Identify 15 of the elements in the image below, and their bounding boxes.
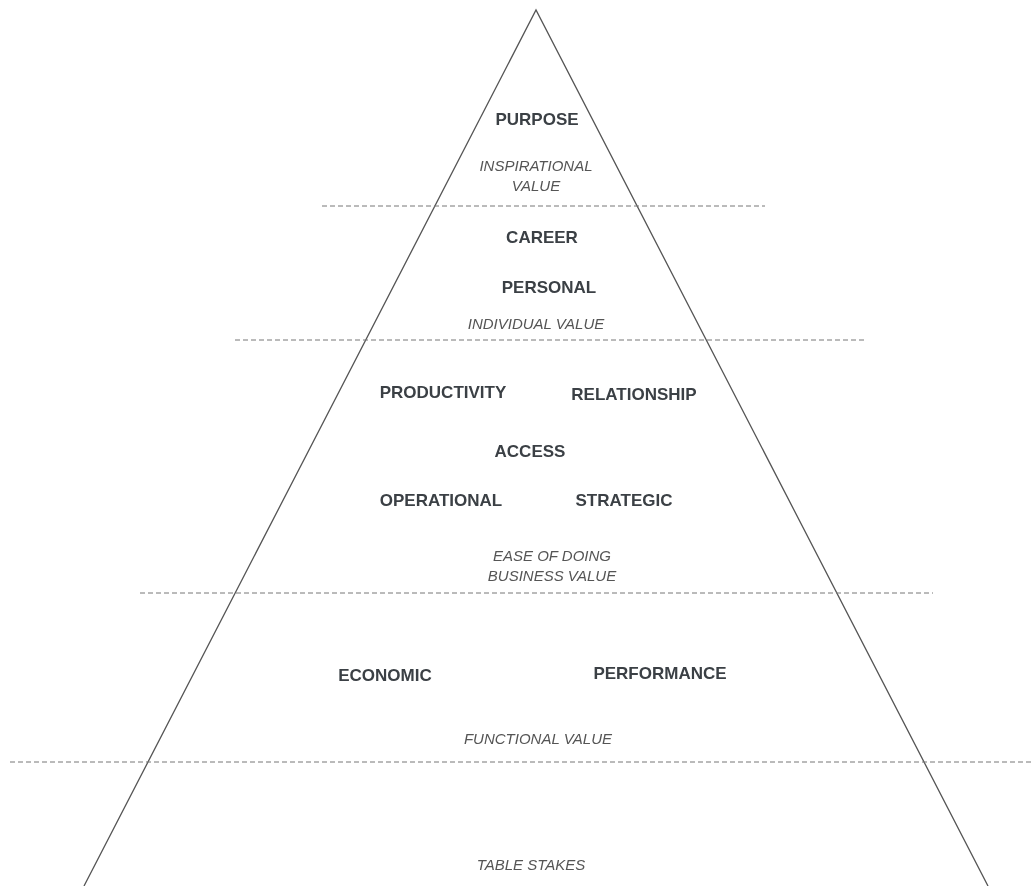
tier-label: INSPIRATIONAL VALUE — [478, 155, 594, 196]
tier-item: PRODUCTIVITY — [379, 381, 507, 404]
tier-item: PERSONAL — [501, 276, 597, 299]
tier-label: TABLE STAKES — [476, 854, 586, 875]
tier-item: PERFORMANCE — [593, 662, 727, 685]
tier-item: ACCESS — [494, 440, 566, 463]
tier-label: FUNCTIONAL VALUE — [463, 728, 613, 749]
tier-item: CAREER — [506, 226, 578, 249]
tier-label: INDIVIDUAL VALUE — [467, 313, 605, 334]
tier-item: OPERATIONAL — [379, 489, 503, 512]
tier-item: STRATEGIC — [575, 489, 673, 512]
tier-item: ECONOMIC — [338, 664, 432, 687]
tier-label: EASE OF DOING BUSINESS VALUE — [486, 545, 618, 586]
tier-item: PURPOSE — [495, 108, 579, 131]
tier-item: RELATIONSHIP — [571, 383, 697, 406]
